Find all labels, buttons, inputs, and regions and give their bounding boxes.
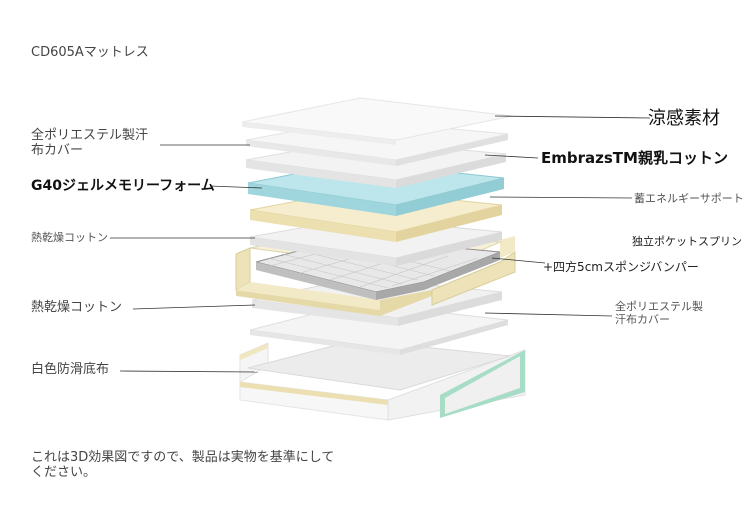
leader-lines xyxy=(110,115,651,373)
leader-bottom-cloth xyxy=(119,370,259,373)
label-cover-top: 全ポリエステル製汗 布カバー xyxy=(31,128,149,159)
label-cotton-top: 熱乾燥コットン xyxy=(31,231,108,244)
leader-cooling xyxy=(494,115,651,119)
leader-embrazs xyxy=(484,154,539,159)
label-cover-bottom-line1: 全ポリエステル製 xyxy=(615,300,703,313)
label-gel-foam: G40ジェルメモリーフォーム xyxy=(31,178,215,194)
label-cover-bottom-line2: 汗布カバー xyxy=(615,312,670,326)
leader-spring xyxy=(491,257,546,264)
label-cover-top-line2: 布カバー xyxy=(31,142,84,158)
label-cooling: 涼感素材 xyxy=(648,108,720,129)
leader-cover-bottom xyxy=(484,312,613,317)
label-sponge-bumper: +四方5cmスポンジバンパー xyxy=(543,260,699,274)
product-title: CD605Aマットレス xyxy=(31,45,149,60)
label-cover-bottom: 全ポリエステル製 汗布カバー xyxy=(615,300,703,326)
label-cover-top-line1: 全ポリエステル製汗 xyxy=(31,128,149,143)
base-frame xyxy=(239,342,526,421)
leader-support xyxy=(489,196,633,199)
label-support: 蓄エネルギーサポート xyxy=(634,192,744,205)
disclaimer-line1: これは3D効果図ですので、製品は実物を基準にして xyxy=(31,450,335,465)
label-bottom-cloth: 白色防滑底布 xyxy=(31,362,110,377)
label-pocket-spring: 独立ポケットスプリン xyxy=(632,235,742,248)
leader-cotton-bottom xyxy=(132,304,256,310)
disclaimer-note: これは3D効果図ですので、製品は実物を基準にして ください。 xyxy=(31,450,335,481)
label-embrazs: EmbrazsTM親乳コットン xyxy=(541,149,728,167)
leader-gel xyxy=(209,185,263,189)
bottom-cloth-layer xyxy=(247,339,511,391)
disclaimer-line2: ください。 xyxy=(31,464,97,480)
cooling-fabric-layer xyxy=(241,97,513,145)
label-cotton-bottom: 熱乾燥コットン xyxy=(31,300,123,315)
